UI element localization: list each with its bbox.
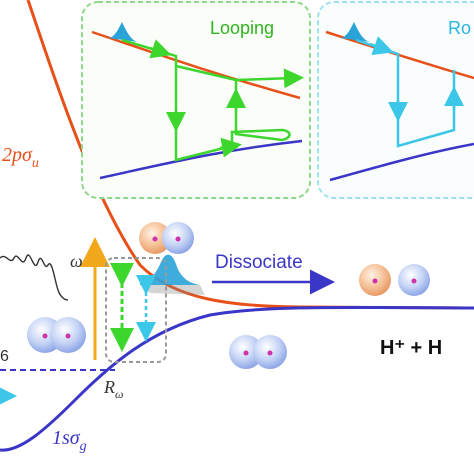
dissociate-label: Dissociate — [215, 252, 303, 273]
laser-pulse-wave — [0, 254, 69, 301]
h2-ion-molecule — [139, 222, 194, 254]
h2-molecule-left — [27, 317, 86, 353]
inset-right: Ro — [317, 1, 474, 199]
inset-looping-title: Looping — [210, 18, 274, 38]
products-label: H⁺ + H — [380, 337, 442, 359]
inset-looping-frame — [81, 1, 311, 199]
wavepacket-shadow — [140, 285, 205, 295]
omega-label: ω — [70, 251, 83, 271]
lower-state-label: 1sσg — [52, 427, 87, 454]
inset-right-title: Ro — [448, 18, 471, 38]
left-edge-digit: 6 — [0, 348, 9, 365]
inset-looping: Looping — [81, 1, 311, 199]
upper-state-label: 2pσu — [2, 144, 39, 171]
crossing-region-box — [105, 257, 167, 363]
hydrogen-atom — [398, 264, 430, 296]
r-omega-label: Rω — [103, 377, 123, 401]
upper-potential-curve — [26, 0, 474, 310]
wavepacket-main — [140, 254, 200, 285]
inset-right-frame — [317, 1, 474, 199]
h2-molecule-lower — [229, 335, 287, 369]
lower-potential-curve — [0, 305, 474, 452]
proton-atom — [359, 264, 391, 296]
